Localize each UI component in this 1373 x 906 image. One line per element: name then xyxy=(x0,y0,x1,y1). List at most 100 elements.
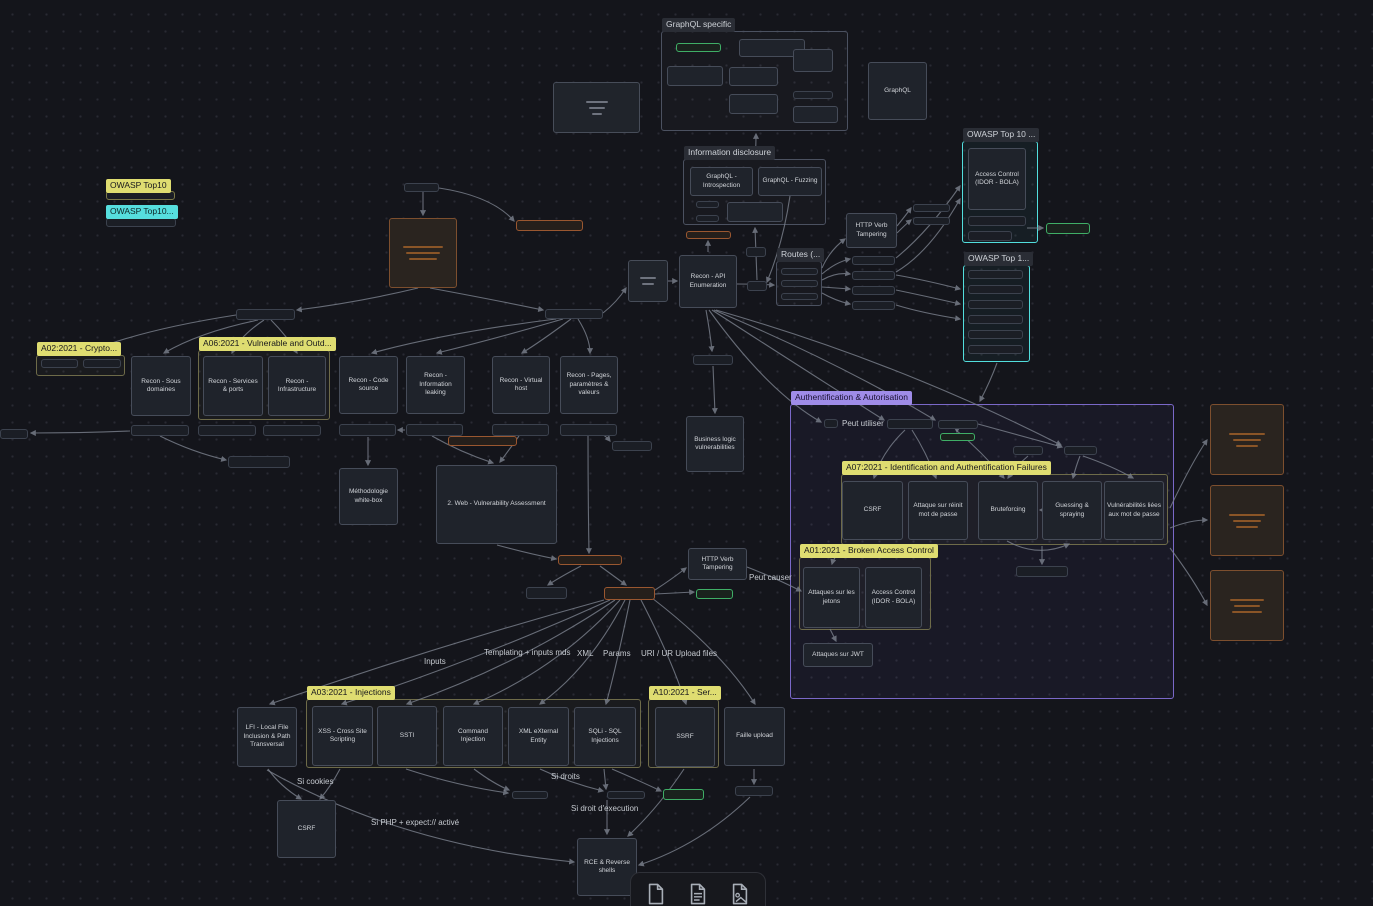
mini-pill[interactable] xyxy=(968,285,1023,294)
node-recon-api-enumeration[interactable]: Recon - API Enumeration xyxy=(679,255,737,308)
mini-pill[interactable] xyxy=(1016,566,1068,577)
mini-pill[interactable] xyxy=(793,91,833,99)
node-graphql-fuzzing[interactable]: GraphQL - Fuzzing xyxy=(758,167,822,196)
mini-pill[interactable] xyxy=(913,204,950,212)
mini-pill[interactable] xyxy=(1046,223,1090,234)
node-recon-code-source[interactable]: Recon - Code source xyxy=(339,356,398,414)
chip-owasp-top10-cyan[interactable]: OWASP Top10... xyxy=(106,205,178,219)
node-web-vulnerability-assessment[interactable]: 2. Web - Vulnerability Assessment xyxy=(436,465,557,544)
node-faille-upload[interactable]: Faille upload xyxy=(724,707,785,766)
mini-pill[interactable] xyxy=(781,293,818,300)
mini-pill[interactable] xyxy=(512,791,548,799)
mini-pill[interactable] xyxy=(1013,446,1043,455)
node-access-control-idor-bola-a01[interactable]: Access Control (IDOR - BOLA) xyxy=(865,567,922,628)
note-card[interactable] xyxy=(1210,404,1284,475)
mini-pill[interactable] xyxy=(198,425,256,436)
note-file-icon[interactable] xyxy=(690,883,706,905)
mini-pill[interactable] xyxy=(607,791,645,799)
mini-pill[interactable] xyxy=(696,589,733,599)
note-card[interactable] xyxy=(1210,485,1284,556)
group-graphql-specific[interactable] xyxy=(661,31,848,131)
node-business-logic-vulnerabilities[interactable]: Business logic vulnerabilities xyxy=(686,416,744,472)
mini-pill[interactable] xyxy=(676,43,721,52)
mini-pill[interactable] xyxy=(852,271,895,280)
group-information-disclosure[interactable] xyxy=(683,159,826,225)
mini-pill[interactable] xyxy=(41,359,78,368)
group-owasp-top10-list-label[interactable]: OWASP Top 1... xyxy=(964,252,1034,266)
note-card[interactable] xyxy=(389,218,457,288)
mini-pill[interactable] xyxy=(106,218,176,227)
mini-pill[interactable] xyxy=(404,183,439,192)
node-attaque-reinit-mot-de-passe[interactable]: Attaque sur réinit mot de passe xyxy=(908,481,968,540)
mini-pill[interactable] xyxy=(696,201,719,208)
mini-pill[interactable] xyxy=(545,309,603,319)
node-lfi-path-transversal[interactable]: LFI - Local File Inclusion & Path Transv… xyxy=(237,707,297,767)
mini-pill[interactable] xyxy=(852,286,895,295)
note-card[interactable] xyxy=(553,82,640,133)
node-recon-information-leaking[interactable]: Recon - Information leaking xyxy=(406,356,465,414)
node-recon-virtual-host[interactable]: Recon - Virtual host xyxy=(492,356,550,414)
group-a01-label[interactable]: A01:2021 - Broken Access Control xyxy=(800,544,938,558)
mini-pill[interactable] xyxy=(558,555,622,565)
node-attaques-sur-les-jetons[interactable]: Attaques sur les jetons xyxy=(803,567,860,628)
mini-card[interactable] xyxy=(729,67,778,86)
node-sqli[interactable]: SQLi - SQL Injections xyxy=(574,707,636,766)
mini-card[interactable] xyxy=(729,94,778,114)
group-a07-label[interactable]: A07:2021 - Identification and Authentifi… xyxy=(842,461,1051,475)
mini-pill[interactable] xyxy=(339,424,396,436)
media-file-icon[interactable] xyxy=(732,883,748,905)
group-authentification-autorisation-label[interactable]: Authentification & Autorisation xyxy=(791,391,912,405)
mini-pill[interactable] xyxy=(824,419,838,428)
node-recon-services-ports[interactable]: Recon - Services & ports xyxy=(203,356,263,416)
mini-card[interactable] xyxy=(793,106,838,123)
mini-pill[interactable] xyxy=(781,268,818,275)
node-http-verb-tampering-top[interactable]: HTTP Verb Tampering xyxy=(846,213,897,248)
mini-pill[interactable] xyxy=(968,330,1023,339)
mini-pill[interactable] xyxy=(913,217,950,225)
mini-pill[interactable] xyxy=(693,355,733,365)
mini-card[interactable] xyxy=(667,66,723,86)
mini-pill[interactable] xyxy=(516,220,583,231)
group-a02[interactable] xyxy=(36,355,125,376)
group-a10-label[interactable]: A10:2021 - Ser... xyxy=(649,686,721,700)
node-http-verb-tampering-mid[interactable]: HTTP Verb Tampering xyxy=(688,548,747,580)
mini-pill[interactable] xyxy=(406,424,463,436)
note-card[interactable] xyxy=(1210,570,1284,641)
group-a02-label[interactable]: A02:2021 - Crypto... xyxy=(37,342,122,356)
mini-pill[interactable] xyxy=(968,315,1023,324)
node-access-control-idor-bola-top[interactable]: Access Control (IDOR - BOLA) xyxy=(968,148,1026,210)
group-information-disclosure-label[interactable]: Information disclosure xyxy=(684,146,776,160)
mini-pill[interactable] xyxy=(1064,446,1097,455)
canvas-bottom-toolbar[interactable] xyxy=(630,872,766,906)
node-csrf-a07[interactable]: CSRF xyxy=(842,481,903,540)
mini-pill[interactable] xyxy=(448,436,517,446)
mini-pill[interactable] xyxy=(0,429,28,439)
node-csrf-bottom[interactable]: CSRF xyxy=(277,800,336,858)
mini-pill[interactable] xyxy=(968,345,1023,354)
blank-card-icon[interactable] xyxy=(648,883,664,905)
mini-pill[interactable] xyxy=(228,456,290,468)
mini-pill[interactable] xyxy=(968,270,1023,279)
node-xss[interactable]: XSS - Cross Site Scripting xyxy=(312,706,373,766)
node-recon-sous-domaines[interactable]: Recon - Sous domaines xyxy=(131,356,191,416)
node-bruteforcing[interactable]: Bruteforcing xyxy=(978,481,1038,540)
group-owasp-top10-access-label[interactable]: OWASP Top 10 ... xyxy=(963,128,1040,142)
group-a01[interactable] xyxy=(799,557,931,630)
mini-pill[interactable] xyxy=(492,424,549,436)
mini-pill[interactable] xyxy=(747,281,767,291)
mini-pill[interactable] xyxy=(938,420,978,429)
group-a03-label[interactable]: A03:2021 - Injections xyxy=(307,686,395,700)
group-routes[interactable] xyxy=(776,261,822,306)
mini-pill[interactable] xyxy=(887,419,933,429)
node-xxe[interactable]: XML eXternal Entity xyxy=(508,707,569,766)
mini-pill[interactable] xyxy=(940,433,975,441)
mini-pill[interactable] xyxy=(852,256,895,265)
mini-pill[interactable] xyxy=(686,231,731,239)
mini-pill[interactable] xyxy=(735,786,773,796)
mini-pill[interactable] xyxy=(263,425,321,436)
mini-pill[interactable] xyxy=(526,587,567,599)
mini-pill[interactable] xyxy=(604,587,655,600)
note-card[interactable] xyxy=(628,260,668,302)
mini-pill[interactable] xyxy=(236,309,295,320)
